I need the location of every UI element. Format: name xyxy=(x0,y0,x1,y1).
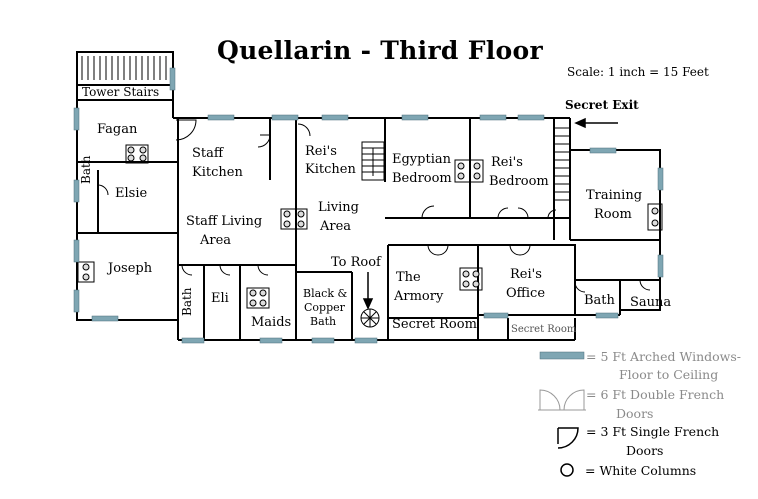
page-title: Quellarin - Third Floor xyxy=(217,36,543,65)
column-clusters xyxy=(77,144,663,309)
room-reis-kitchen-line2: Kitchen xyxy=(305,162,356,177)
scale-label: Scale: 1 inch = 15 Feet xyxy=(567,65,709,79)
room-egyptian-line2: Bedroom xyxy=(392,171,452,186)
columns-maids xyxy=(246,287,270,309)
room-maids: Maids xyxy=(251,315,292,330)
door-eli xyxy=(219,264,231,276)
door-elsie-bath xyxy=(97,184,109,196)
columns-armory xyxy=(459,267,483,291)
room-reis-office-line2: Office xyxy=(506,286,546,301)
room-egyptian-line1: Egyptian xyxy=(392,152,451,167)
room-secret-room-2: Secret Room xyxy=(511,324,577,335)
room-joseph: Joseph xyxy=(108,261,153,276)
door-armory-double xyxy=(427,244,449,256)
room-staff-living-line2: Area xyxy=(200,233,232,248)
door-reis-kitchen xyxy=(297,123,311,137)
room-reis-office-line1: Rei's xyxy=(510,267,542,282)
room-secret-room: Secret Room xyxy=(392,317,477,332)
kitchen-stairs-hatch xyxy=(361,141,385,181)
windows xyxy=(73,67,664,344)
legend-single-door-line2: Doors xyxy=(626,443,664,458)
legend-single-door-line1: = 3 Ft Single French xyxy=(586,424,720,439)
door-reis-bedroom-double xyxy=(497,207,529,219)
legend-column-symbol xyxy=(560,463,574,477)
room-armory-line2: Armory xyxy=(394,289,444,304)
room-training-line2: Room xyxy=(594,207,632,222)
room-staff-kitchen-line1: Staff xyxy=(192,146,224,161)
room-bath-bottom: Bath xyxy=(180,287,194,316)
legend-windows-line2: Floor to Ceiling xyxy=(619,367,719,382)
room-tower-stairs: Tower Stairs xyxy=(82,85,160,99)
room-training-line1: Training xyxy=(586,188,643,203)
room-sauna: Sauna xyxy=(630,295,672,310)
room-bath-left: Bath xyxy=(79,155,93,184)
door-sauna xyxy=(639,279,651,291)
doors xyxy=(97,119,651,293)
columns-training xyxy=(647,203,663,231)
door-bath-bottom xyxy=(181,264,193,276)
room-eli: Eli xyxy=(211,291,229,306)
to-roof-label: To Roof xyxy=(331,255,381,270)
room-staff-kitchen-line2: Kitchen xyxy=(192,165,243,180)
door-bedroom-exit xyxy=(547,209,557,219)
secret-exit-arrow xyxy=(574,117,618,129)
room-living-area-line1: Living xyxy=(318,200,359,215)
legend-double-doors-line2: Doors xyxy=(616,406,654,421)
legend-single-door-symbol xyxy=(557,427,579,449)
door-staff-kitchen xyxy=(175,119,197,141)
room-staff-living-line1: Staff Living xyxy=(186,214,263,229)
columns-joseph xyxy=(77,261,95,283)
room-reis-bedroom-line2: Bedroom xyxy=(489,174,549,189)
secret-exit-label: Secret Exit xyxy=(565,98,639,112)
room-bath-right: Bath xyxy=(584,293,615,308)
columns-bedroom xyxy=(454,159,484,183)
secret-exit-stairs xyxy=(555,127,569,201)
door-maids xyxy=(257,264,269,276)
legend-windows-line1: = 5 Ft Arched Windows- xyxy=(586,349,742,364)
legend-double-door-symbol xyxy=(538,389,586,411)
door-office-double xyxy=(509,244,531,256)
tower-stairs-block xyxy=(76,51,174,86)
room-reis-kitchen-line1: Rei's xyxy=(305,144,337,159)
door-bath-right xyxy=(574,281,586,293)
room-black-copper-line3: Bath xyxy=(310,315,337,328)
columns-staff xyxy=(280,208,308,230)
legend-window-symbol xyxy=(539,351,585,360)
room-living-area-line2: Area xyxy=(320,219,352,234)
door-egyptian xyxy=(421,205,435,219)
to-roof-arrow xyxy=(362,272,374,310)
legend-double-doors-line1: = 6 Ft Double French xyxy=(586,387,725,402)
room-reis-bedroom-line1: Rei's xyxy=(491,155,523,170)
training-outer-wall xyxy=(570,149,661,311)
left-wing-outer-wall xyxy=(76,85,178,321)
legend-symbols xyxy=(538,351,586,477)
room-elsie: Elsie xyxy=(115,186,148,201)
columns-fagan xyxy=(125,144,149,164)
tower-stairs-hatch xyxy=(81,56,167,80)
door-kitchen-partition xyxy=(257,134,271,148)
legend-columns: = White Columns xyxy=(585,463,697,478)
room-black-copper-line2: Copper xyxy=(304,301,345,314)
room-fagan: Fagan xyxy=(97,122,138,137)
room-black-copper-line1: Black & xyxy=(303,287,348,300)
spiral-stair xyxy=(360,308,380,328)
room-armory-line1: The xyxy=(396,270,421,285)
